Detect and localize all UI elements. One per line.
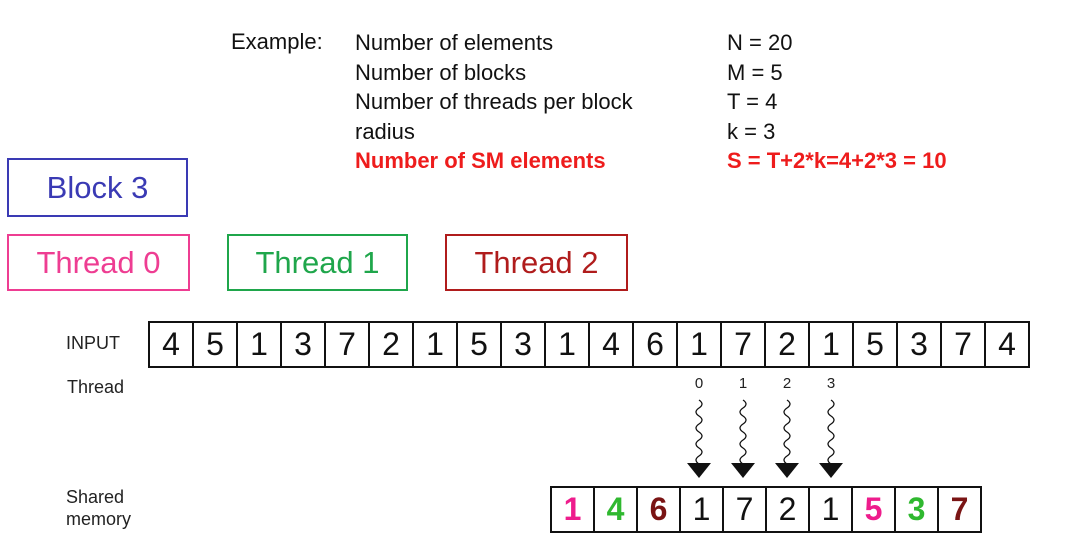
example-row-value: M = 5 — [727, 59, 783, 85]
shared-memory-cell: 1 — [679, 486, 724, 533]
example-row-value: k = 3 — [727, 118, 776, 144]
thread-squiggle — [695, 399, 703, 465]
thread-number: 3 — [826, 375, 836, 392]
input-cell: 7 — [940, 321, 986, 368]
thread-row-label: Thread — [67, 377, 125, 397]
shared-memory-cell: 6 — [636, 486, 681, 533]
input-cell: 7 — [324, 321, 370, 368]
input-cell: 4 — [148, 321, 194, 368]
example-row-name: Number of threads per block — [355, 89, 633, 114]
shared-memory-cell: 4 — [593, 486, 638, 533]
thread-number: 2 — [782, 375, 792, 392]
input-cell: 5 — [192, 321, 238, 368]
input-cell: 3 — [500, 321, 546, 368]
thread-0-box: Thread 0 — [7, 234, 190, 291]
input-cell: 1 — [236, 321, 282, 368]
input-cell: 1 — [676, 321, 722, 368]
shared-memory-label-line2: memory — [66, 509, 132, 529]
input-cell: 3 — [896, 321, 942, 368]
shared-memory-cell: 7 — [937, 486, 982, 533]
input-cell: 6 — [632, 321, 678, 368]
input-cell: 5 — [456, 321, 502, 368]
shared-memory-label: Shared memory — [66, 486, 131, 530]
thread-2-box: Thread 2 — [445, 234, 628, 291]
block-box: Block 3 — [7, 158, 188, 217]
input-cell: 2 — [368, 321, 414, 368]
thread-1-box: Thread 1 — [227, 234, 408, 291]
shared-memory-cell: 1 — [808, 486, 853, 533]
arrow-head — [775, 463, 799, 478]
input-cell: 5 — [852, 321, 898, 368]
input-cell: 4 — [984, 321, 1030, 368]
input-cell: 7 — [720, 321, 766, 368]
example-row-name: Number of blocks — [355, 59, 527, 85]
example-row-name: Number of elements — [355, 30, 554, 55]
shared-memory-cell: 5 — [851, 486, 896, 533]
thread-number: 0 — [694, 375, 704, 392]
input-cell: 1 — [412, 321, 458, 368]
shared-memory-cell: 1 — [550, 486, 595, 533]
input-cell: 1 — [544, 321, 590, 368]
shared-memory-cell: 3 — [894, 486, 939, 533]
thread-arrows — [687, 399, 843, 478]
shared-memory-label-line1: Shared — [66, 487, 125, 507]
example-label: Example: — [231, 29, 323, 54]
input-cell: 1 — [808, 321, 854, 368]
shared-memory-cell: 7 — [722, 486, 767, 533]
example-row-value: N = 20 — [727, 30, 793, 55]
input-cell: 3 — [280, 321, 326, 368]
example-row-value: T = 4 — [727, 89, 778, 114]
input-cell: 4 — [588, 321, 634, 368]
thread-number: 1 — [738, 375, 748, 392]
thread-squiggle — [827, 399, 835, 465]
input-cell: 2 — [764, 321, 810, 368]
example-row-name: Number of SM elements — [355, 148, 606, 173]
arrow-head — [687, 463, 711, 478]
shared-memory-cell: 2 — [765, 486, 810, 533]
example-row-value: S = T+2*k=4+2*3 = 10 — [727, 148, 947, 173]
thread-squiggle — [783, 399, 791, 465]
arrow-head — [819, 463, 843, 478]
thread-squiggle — [739, 399, 747, 465]
input-label: INPUT — [66, 333, 120, 353]
arrow-head — [731, 463, 755, 478]
example-row-name: radius — [355, 118, 415, 144]
